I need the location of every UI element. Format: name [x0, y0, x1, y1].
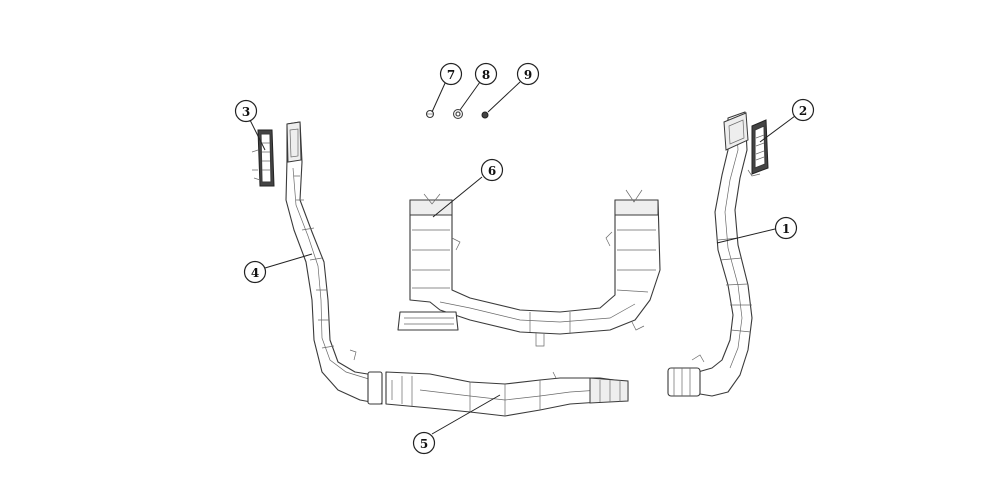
callout-6: 6: [480, 158, 504, 182]
leader-5: [431, 394, 501, 435]
callout-5: 5: [412, 431, 436, 455]
callout-3-label: 3: [242, 105, 250, 119]
part-2-right-vent-bezel: [747, 119, 769, 177]
callout-8-label: 8: [482, 68, 490, 82]
callout-8: 8: [474, 62, 498, 86]
callout-1: 1: [774, 216, 798, 240]
callout-9: 9: [516, 62, 540, 86]
leader-8: [459, 81, 481, 111]
callout-5-label: 5: [420, 437, 428, 451]
leader-9: [487, 81, 521, 113]
part-8-nut: [453, 109, 463, 119]
callout-1-label: 1: [782, 222, 790, 236]
callout-2-label: 2: [799, 104, 807, 118]
leader-lines: [249, 80, 796, 435]
leader-6: [432, 176, 483, 218]
callout-7-label: 7: [447, 68, 455, 82]
callout-3: 3: [234, 99, 258, 123]
part-6-center-duct: [397, 189, 661, 347]
part-7-fastener: [425, 109, 435, 119]
leader-7: [431, 80, 447, 113]
leader-2: [759, 115, 796, 143]
callout-7: 7: [439, 62, 463, 86]
callout-9-label: 9: [524, 68, 532, 82]
part-3-left-vent-bezel: [251, 129, 275, 187]
part-5-lower-duct: [385, 371, 629, 417]
callout-2: 2: [791, 98, 815, 122]
callout-4: 4: [243, 260, 267, 284]
part-1-right-duct: [667, 111, 753, 397]
callout-4-label: 4: [251, 266, 259, 280]
part-9-clip: [481, 111, 489, 119]
leader-3: [249, 119, 266, 151]
callout-6-label: 6: [488, 164, 496, 178]
part-4-left-duct: [285, 121, 383, 405]
leader-1: [716, 228, 776, 244]
leader-4: [264, 253, 313, 269]
